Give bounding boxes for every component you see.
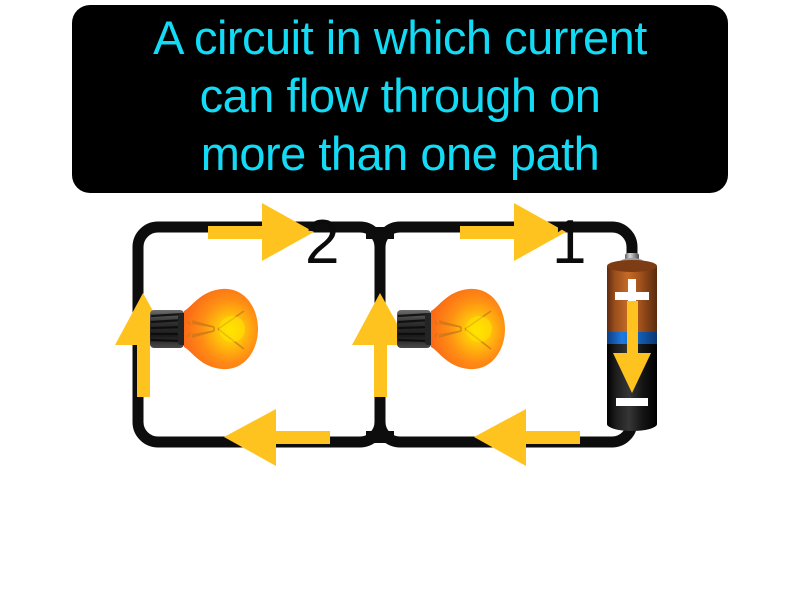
current-arrows [115,203,580,466]
bottom-right-arrow [474,409,580,466]
middle-branch-arrow [352,293,409,397]
definition-line-1: A circuit in which current [153,11,647,64]
battery [607,253,657,431]
bottom-junction [366,431,394,443]
top-junction [366,227,394,239]
light-bulb-left [150,288,258,370]
battery-plus-symbol [615,279,649,313]
battery-minus-symbol [616,398,648,406]
bulb-base-left [150,310,187,348]
definition-line-3: more than one path [200,127,600,180]
parallel-circuit-diagram: 2 1 [0,195,800,515]
loop-label-2: 2 [305,208,340,277]
bottom-left-arrow [224,409,330,466]
top-right-arrow [460,203,566,261]
bulb-glow-left [219,316,245,342]
definition-line-2: can flow through on [199,69,601,122]
loop-label-1: 1 [552,208,587,277]
circuit-wiring-svg [115,203,638,466]
top-left-arrow [208,203,314,261]
battery-top-rim [607,260,657,272]
definition-banner: A circuit in which current can flow thro… [72,5,728,193]
bulb-base-right [397,310,434,348]
battery-arrow [613,301,651,393]
light-bulb-right [397,288,505,370]
bulb-glow-right [466,316,492,342]
